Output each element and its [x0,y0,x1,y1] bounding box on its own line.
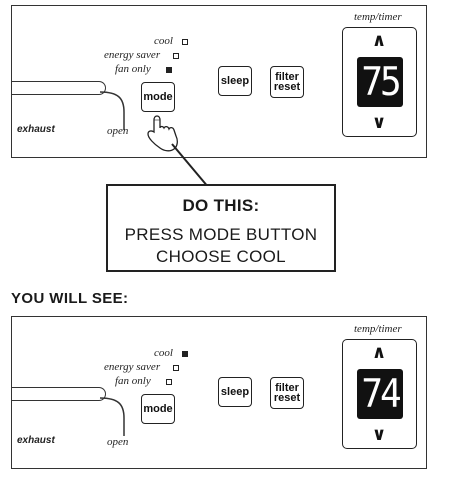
reset-label: reset [273,392,301,404]
exhaust-vent-icon [11,81,106,95]
result-heading: YOU WILL SEE: [11,290,129,307]
open-lever-icon [99,91,125,130]
up-arrow-icon[interactable]: ∧ [371,342,387,363]
energy-saver-indicator [173,365,179,371]
hand-pointer-icon [147,115,215,195]
mode-cool-label: cool [154,347,173,359]
filter-label: filter [275,71,299,83]
cool-indicator [182,351,188,357]
mode-fan-only-label: fan only [115,63,151,75]
temp-timer-label: temp/timer [354,11,402,23]
temp-display-value: 75 [361,59,401,105]
instruction-line-2: CHOOSE COOL [156,247,286,266]
mode-energy-saver-label: energy saver [104,361,161,373]
sleep-button-label: sleep [220,386,250,398]
temp-timer-label: temp/timer [354,323,402,335]
exhaust-label: exhaust [17,435,55,446]
open-label: open [107,125,129,137]
temp-display-panel: ∧ 75 ∨ [342,27,417,137]
mode-button[interactable]: mode [141,394,175,424]
open-label: open [107,436,129,448]
exhaust-vent-icon [11,387,106,401]
mode-button-label: mode [143,91,173,103]
fan-only-indicator [166,67,172,73]
sleep-button[interactable]: sleep [218,377,252,407]
energy-saver-indicator [173,53,179,59]
exhaust-label: exhaust [17,124,55,135]
filter-reset-button[interactable]: filter reset [270,377,304,409]
filter-reset-button[interactable]: filter reset [270,66,304,98]
fan-only-indicator [166,379,172,385]
sleep-button-label: sleep [220,75,250,87]
reset-label: reset [273,81,301,93]
control-panel-after: exhaust open cool energy saver fan only … [11,316,427,469]
sleep-button[interactable]: sleep [218,66,252,96]
mode-cool-label: cool [154,35,173,47]
cool-indicator [182,39,188,45]
filter-label: filter [275,382,299,394]
down-arrow-icon[interactable]: ∨ [371,424,387,445]
temp-display-screen: 74 [357,369,403,419]
mode-button-label: mode [143,403,173,415]
down-arrow-icon[interactable]: ∨ [371,112,387,133]
instruction-heading: DO THIS: [182,196,260,215]
mode-fan-only-label: fan only [115,375,151,387]
open-lever-icon [99,397,125,436]
instruction-callout: DO THIS: PRESS MODE BUTTON CHOOSE COOL [106,184,336,272]
mode-button[interactable]: mode [141,82,175,112]
temp-display-screen: 75 [357,57,403,107]
up-arrow-icon[interactable]: ∧ [371,30,387,51]
control-panel-before: exhaust open cool energy saver fan only … [11,5,427,158]
mode-energy-saver-label: energy saver [104,49,161,61]
instruction-line-1: PRESS MODE BUTTON [124,225,318,244]
temp-display-value: 74 [361,371,401,417]
temp-display-panel: ∧ 74 ∨ [342,339,417,449]
